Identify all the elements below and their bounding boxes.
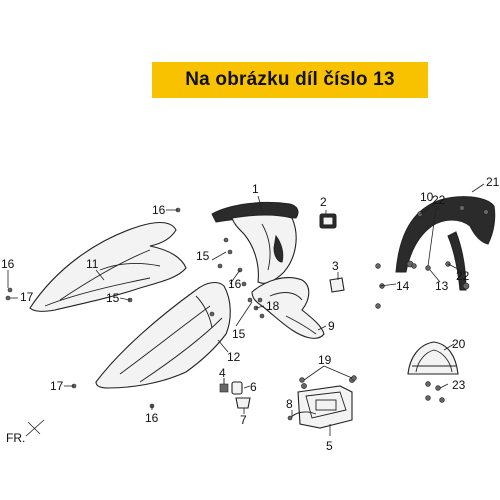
callout-17-bottom: 17: [50, 379, 64, 393]
part-3-plate[interactable]: [329, 277, 345, 293]
callout-16-left: 16: [1, 257, 15, 271]
leader-lines: [7, 183, 485, 436]
callout-14: 14: [396, 279, 410, 293]
callout-10: 10: [420, 190, 434, 204]
part-1-rear-cowl[interactable]: [211, 202, 299, 284]
callout-8: 8: [286, 397, 293, 411]
part-2-connector[interactable]: [319, 213, 337, 229]
callout-16-bottom: 16: [145, 411, 159, 425]
callout-4: 4: [219, 366, 226, 380]
callout-22-lower: 22: [456, 269, 470, 283]
callout-7: 7: [240, 413, 247, 427]
callout-labels: 1 2 3 4 5 6 7 8 9 10 11 12 13 14 15 15 1…: [1, 175, 500, 453]
callout-22-upper: 22: [432, 193, 446, 207]
part-13-rear-carrier[interactable]: [395, 196, 496, 291]
callout-6: 6: [250, 380, 257, 394]
callout-2: 2: [320, 195, 327, 209]
callout-21: 21: [486, 175, 500, 189]
fasteners: [5, 205, 489, 409]
part-9-inner-bracket[interactable]: [251, 277, 325, 339]
callout-19: 19: [318, 353, 332, 367]
callout-3: 3: [332, 259, 339, 273]
callout-11: 11: [86, 257, 99, 271]
part-number-banner: Na obrázku díl číslo 13: [152, 62, 428, 98]
callout-15-center: 15: [232, 327, 246, 341]
part-5-lock-assembly[interactable]: [297, 377, 355, 429]
front-marker-label: FR.: [6, 431, 25, 445]
callout-18: 18: [266, 299, 280, 313]
callout-12: 12: [227, 350, 241, 364]
part-6-bushing[interactable]: [231, 381, 243, 395]
callout-23: 23: [452, 378, 466, 392]
callout-9: 9: [328, 319, 335, 333]
callout-15-upper: 15: [196, 249, 210, 263]
part-12-lower-side-cover[interactable]: [95, 281, 231, 389]
callout-1: 1: [252, 182, 259, 196]
callout-5: 5: [326, 439, 333, 453]
callout-17-left: 17: [20, 290, 34, 304]
part-20-cap[interactable]: [407, 341, 459, 375]
callout-20: 20: [452, 337, 466, 351]
banner-text: Na obrázku díl číslo 13: [185, 69, 395, 90]
callout-16-top: 16: [152, 203, 166, 217]
callout-16-center: 16: [228, 277, 242, 291]
part-11-left-side-cover[interactable]: [29, 221, 187, 312]
part-7-clip[interactable]: [235, 397, 251, 409]
callout-15-left: 15: [106, 291, 120, 305]
callout-13: 13: [435, 279, 449, 293]
front-direction-marker: FR.: [6, 419, 45, 445]
